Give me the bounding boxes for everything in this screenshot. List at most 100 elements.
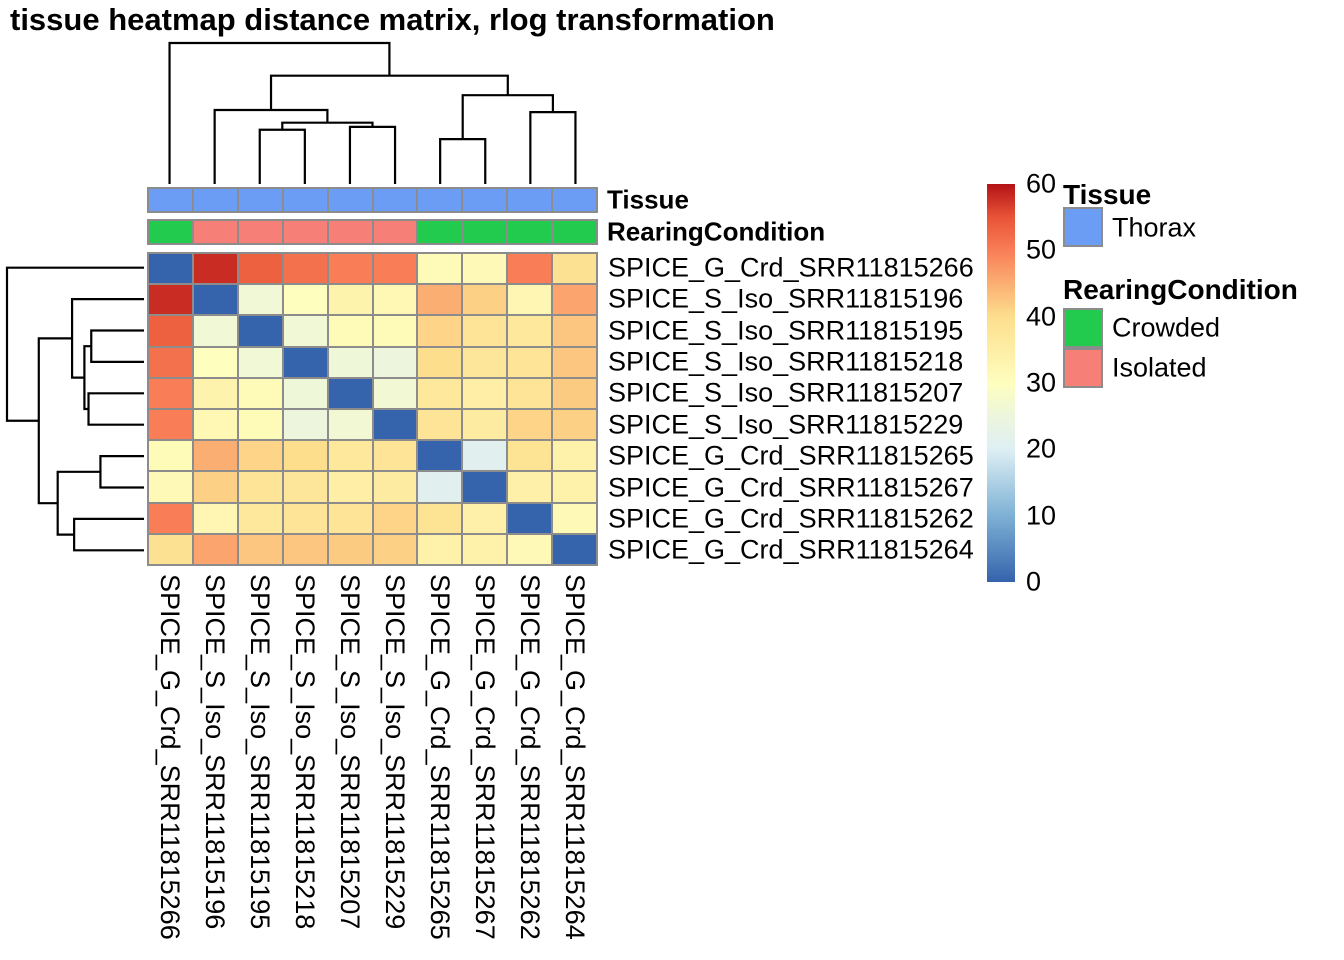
rearing-annotation-bar — [147, 219, 598, 245]
crowded-swatch — [1063, 308, 1103, 348]
column-label: SPICE_G_Crd_SRR11815265 — [425, 574, 456, 940]
heatmap-cell — [283, 254, 327, 284]
colorbar-tick-label: 40 — [1026, 301, 1057, 332]
heatmap-cell — [553, 441, 596, 471]
heatmap-cell — [373, 316, 417, 346]
tissue-annotation-cell — [149, 189, 192, 211]
heatmap-cell — [418, 347, 462, 377]
colorbar-tick-label: 10 — [1026, 500, 1057, 531]
heatmap-cell — [418, 410, 462, 440]
row-label: SPICE_S_Iso_SRR11815195 — [608, 315, 964, 345]
rearing-annotation-cell — [283, 221, 327, 243]
heatmap-cell — [418, 285, 462, 315]
column-dendrogram — [168, 41, 577, 184]
row-label: SPICE_S_Iso_SRR11815218 — [608, 346, 964, 377]
row-label: SPICE_G_Crd_SRR11815262 — [608, 503, 974, 534]
heatmap-cell — [328, 441, 372, 471]
dendrogram-branch — [348, 125, 397, 184]
heatmap-cell — [238, 410, 282, 440]
dendrogram-branch — [168, 41, 391, 184]
row-label: SPICE_G_Crd_SRR11815265 — [608, 440, 974, 471]
heatmap-cell — [418, 254, 462, 284]
column-label: SPICE_G_Crd_SRR11815266 — [154, 574, 185, 940]
column-label: SPICE_G_Crd_SRR11815262 — [515, 574, 546, 940]
colorbar-tick-label: 60 — [1026, 168, 1057, 199]
heatmap-cell — [193, 503, 237, 533]
colorbar-tick-label: 50 — [1026, 234, 1057, 265]
heatmap-cell — [418, 534, 462, 564]
row-label: SPICE_G_Crd_SRR11815266 — [608, 252, 974, 283]
dendrogram-branch — [269, 74, 509, 110]
heatmap-cell — [283, 534, 327, 564]
tissue-annotation-label: Tissue — [607, 184, 689, 215]
heatmap-cell — [283, 347, 327, 377]
row-label: SPICE_S_Iso_SRR11815229 — [608, 409, 964, 440]
colorbar-tick-label: 0 — [1026, 566, 1042, 597]
tissue-annotation-cell — [193, 189, 237, 211]
heatmap-cell — [508, 441, 552, 471]
heatmap-cell — [149, 534, 192, 564]
legend-thorax-label: Thorax — [1112, 212, 1197, 243]
rearing-annotation-cell — [463, 221, 507, 243]
column-label: SPICE_G_Crd_SRR11815267 — [470, 574, 501, 940]
heatmap-cell — [328, 534, 372, 564]
heatmap-cell — [193, 285, 237, 315]
dendrogram-branch — [461, 94, 554, 140]
heatmap-cell — [373, 347, 417, 377]
heatmap-cell — [283, 441, 327, 471]
heatmap-cell — [463, 472, 507, 502]
heatmap-cell — [553, 534, 596, 564]
dendrogram-branch — [99, 455, 144, 489]
dendrogram-branch — [439, 138, 487, 184]
rearing-annotation-cell — [418, 221, 462, 243]
heatmap-cell — [283, 410, 327, 440]
legend-rearing-title: RearingCondition — [1063, 274, 1298, 305]
dendrogram-branch — [529, 110, 577, 184]
heatmap-cell — [149, 347, 192, 377]
dendrogram-branch — [90, 329, 144, 363]
heatmap-cell — [238, 316, 282, 346]
row-label: SPICE_G_Crd_SRR11815267 — [608, 472, 974, 502]
heatmap-cell — [553, 254, 596, 284]
tissue-annotation-cell — [328, 189, 372, 211]
heatmap-cell — [283, 316, 327, 346]
heatmap-cell — [553, 316, 596, 346]
heatmap-cell — [373, 503, 417, 533]
tissue-annotation-cell — [238, 189, 282, 211]
heatmap-cell — [418, 378, 462, 408]
heatmap-cell — [238, 285, 282, 315]
row-label: SPICE_S_Iso_SRR11815196 — [608, 283, 964, 314]
rearing-annotation-cell — [149, 221, 192, 243]
heatmap-cell — [283, 472, 327, 502]
heatmap-cell — [238, 503, 282, 533]
heatmap-cell — [463, 254, 507, 284]
column-label: SPICE_S_Iso_SRR11815196 — [199, 574, 230, 930]
heatmap-cell — [328, 472, 372, 502]
heatmap-cell — [463, 410, 507, 440]
heatmap-cell — [373, 285, 417, 315]
heatmap-cell — [149, 441, 192, 471]
dendrogram-branch — [213, 108, 329, 184]
heatmap-cell — [418, 503, 462, 533]
heatmap-cell — [553, 285, 596, 315]
column-label: SPICE_S_Iso_SRR11815218 — [289, 574, 320, 930]
heatmap-cell — [463, 347, 507, 377]
heatmap-cell — [238, 254, 282, 284]
heatmap-cell — [238, 534, 282, 564]
heatmap-cell — [508, 472, 552, 502]
dendrogram-branch — [70, 298, 144, 379]
heatmap-cell — [508, 347, 552, 377]
dendrogram-branch — [87, 392, 144, 426]
rearing-annotation-cell — [373, 221, 417, 243]
heatmap-cell — [328, 378, 372, 408]
heatmap-cell — [283, 503, 327, 533]
dendrogram-branch — [258, 128, 306, 184]
heatmap-cell — [508, 378, 552, 408]
dendrogram-branch — [5, 266, 144, 422]
heatmap-cell — [328, 316, 372, 346]
heatmap-cell — [193, 347, 237, 377]
heatmap-cell — [149, 285, 192, 315]
heatmap-cell — [328, 347, 372, 377]
heatmap-cell — [553, 472, 596, 502]
